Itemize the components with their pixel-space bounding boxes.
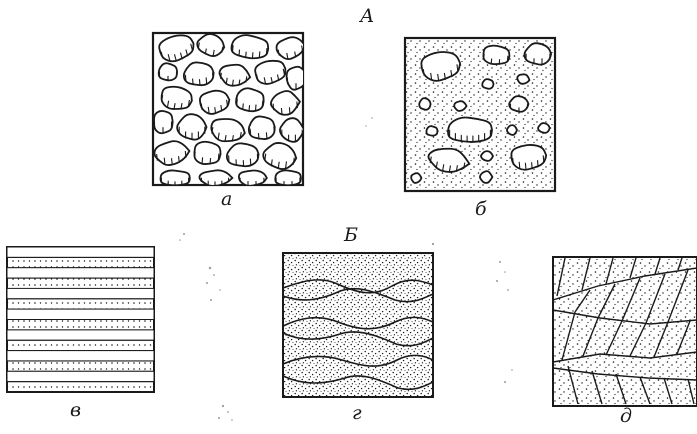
pebble (411, 173, 421, 183)
panel-d-cross-bedding (553, 257, 697, 406)
pebble (507, 125, 517, 135)
pebble (239, 171, 267, 186)
layer-band (7, 361, 154, 371)
panel-label-b: б (475, 200, 487, 219)
layer-band (7, 351, 154, 361)
layer-band (7, 330, 154, 340)
panel-label-a: а (221, 190, 232, 209)
pebble (154, 111, 173, 134)
layer-band (7, 371, 154, 381)
pebble (419, 98, 430, 110)
panel-a-packed-pebbles (153, 32, 307, 186)
pebble (448, 118, 492, 143)
pebble (481, 151, 493, 161)
layer-band (7, 268, 154, 278)
panel-b-scattered-pebbles (405, 38, 555, 191)
pebble (483, 45, 511, 66)
layer-band (7, 299, 154, 309)
panel-g-wavy-layers (283, 253, 433, 397)
panel-v-horizontal-layers (7, 247, 154, 392)
pebble (193, 141, 221, 166)
pebble (275, 170, 301, 185)
layer-band (7, 340, 154, 350)
pebble (159, 63, 177, 81)
pebble (482, 79, 493, 89)
pebble (538, 123, 550, 133)
layer-band (7, 309, 154, 319)
group-label-a: А (360, 7, 374, 26)
layer-band (7, 278, 154, 288)
layer-band (7, 247, 154, 257)
pebble (426, 126, 437, 136)
pebble (524, 43, 551, 64)
pebble (509, 96, 528, 112)
panel-label-d: д (620, 407, 632, 426)
pebble (454, 101, 466, 111)
pebble (480, 171, 492, 183)
layer-band (7, 288, 154, 298)
panel-label-g: г (352, 404, 362, 423)
layer-band (7, 382, 154, 392)
pebble (161, 170, 190, 185)
layer-band (7, 257, 154, 267)
layer-band (7, 320, 154, 330)
group-label-b: Б (344, 226, 358, 245)
panel-label-v: в (70, 401, 81, 420)
